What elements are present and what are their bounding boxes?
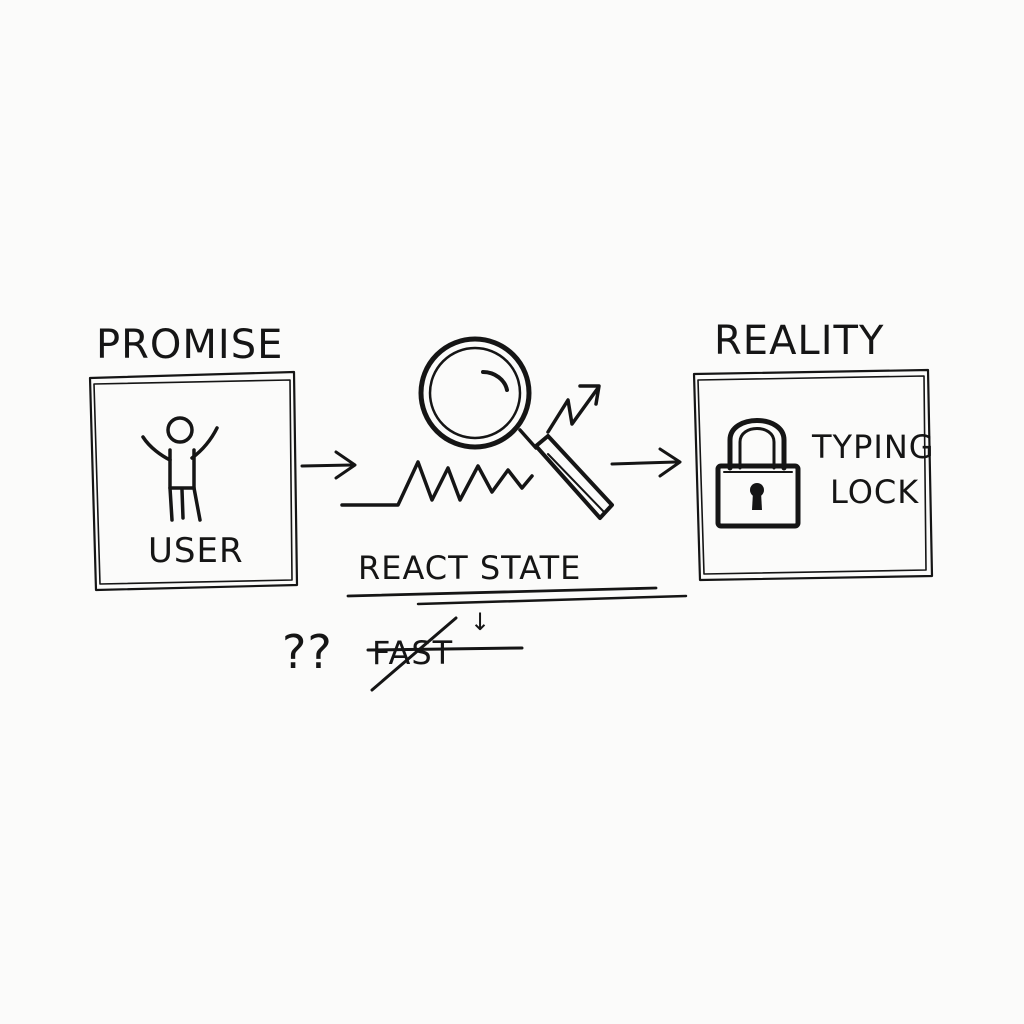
strike-through	[366, 646, 524, 652]
react-state-label: REACT STATE	[358, 549, 581, 587]
person-icon	[141, 416, 219, 522]
fast-crossed-word: FAST	[372, 634, 453, 672]
magnifying-glass-icon	[418, 336, 614, 520]
promise-panel: PROMISE USER	[88, 322, 299, 592]
underline-lower	[416, 594, 688, 606]
lock-label: LOCK	[830, 473, 919, 511]
reality-panel: REALITY TYPING LOCK	[692, 318, 935, 582]
arrow-right-icon	[610, 447, 682, 478]
question-marks: ??	[282, 625, 333, 679]
zigzag-line	[340, 460, 534, 507]
trend-arrow-icon	[546, 384, 601, 434]
reality-heading: REALITY	[714, 318, 884, 364]
strike-diagonal	[370, 616, 458, 692]
padlock-icon	[715, 418, 801, 529]
typing-label: TYPING	[811, 428, 935, 466]
arrow-right-icon	[300, 450, 357, 480]
reality-box	[692, 368, 934, 582]
user-label: USER	[148, 531, 244, 571]
react-state-section: REACT STATE ?? FAST ↓	[282, 336, 688, 692]
promise-box	[88, 370, 299, 592]
down-arrow: ↓	[470, 608, 491, 636]
underline	[346, 586, 658, 598]
promise-heading: PROMISE	[96, 322, 283, 368]
